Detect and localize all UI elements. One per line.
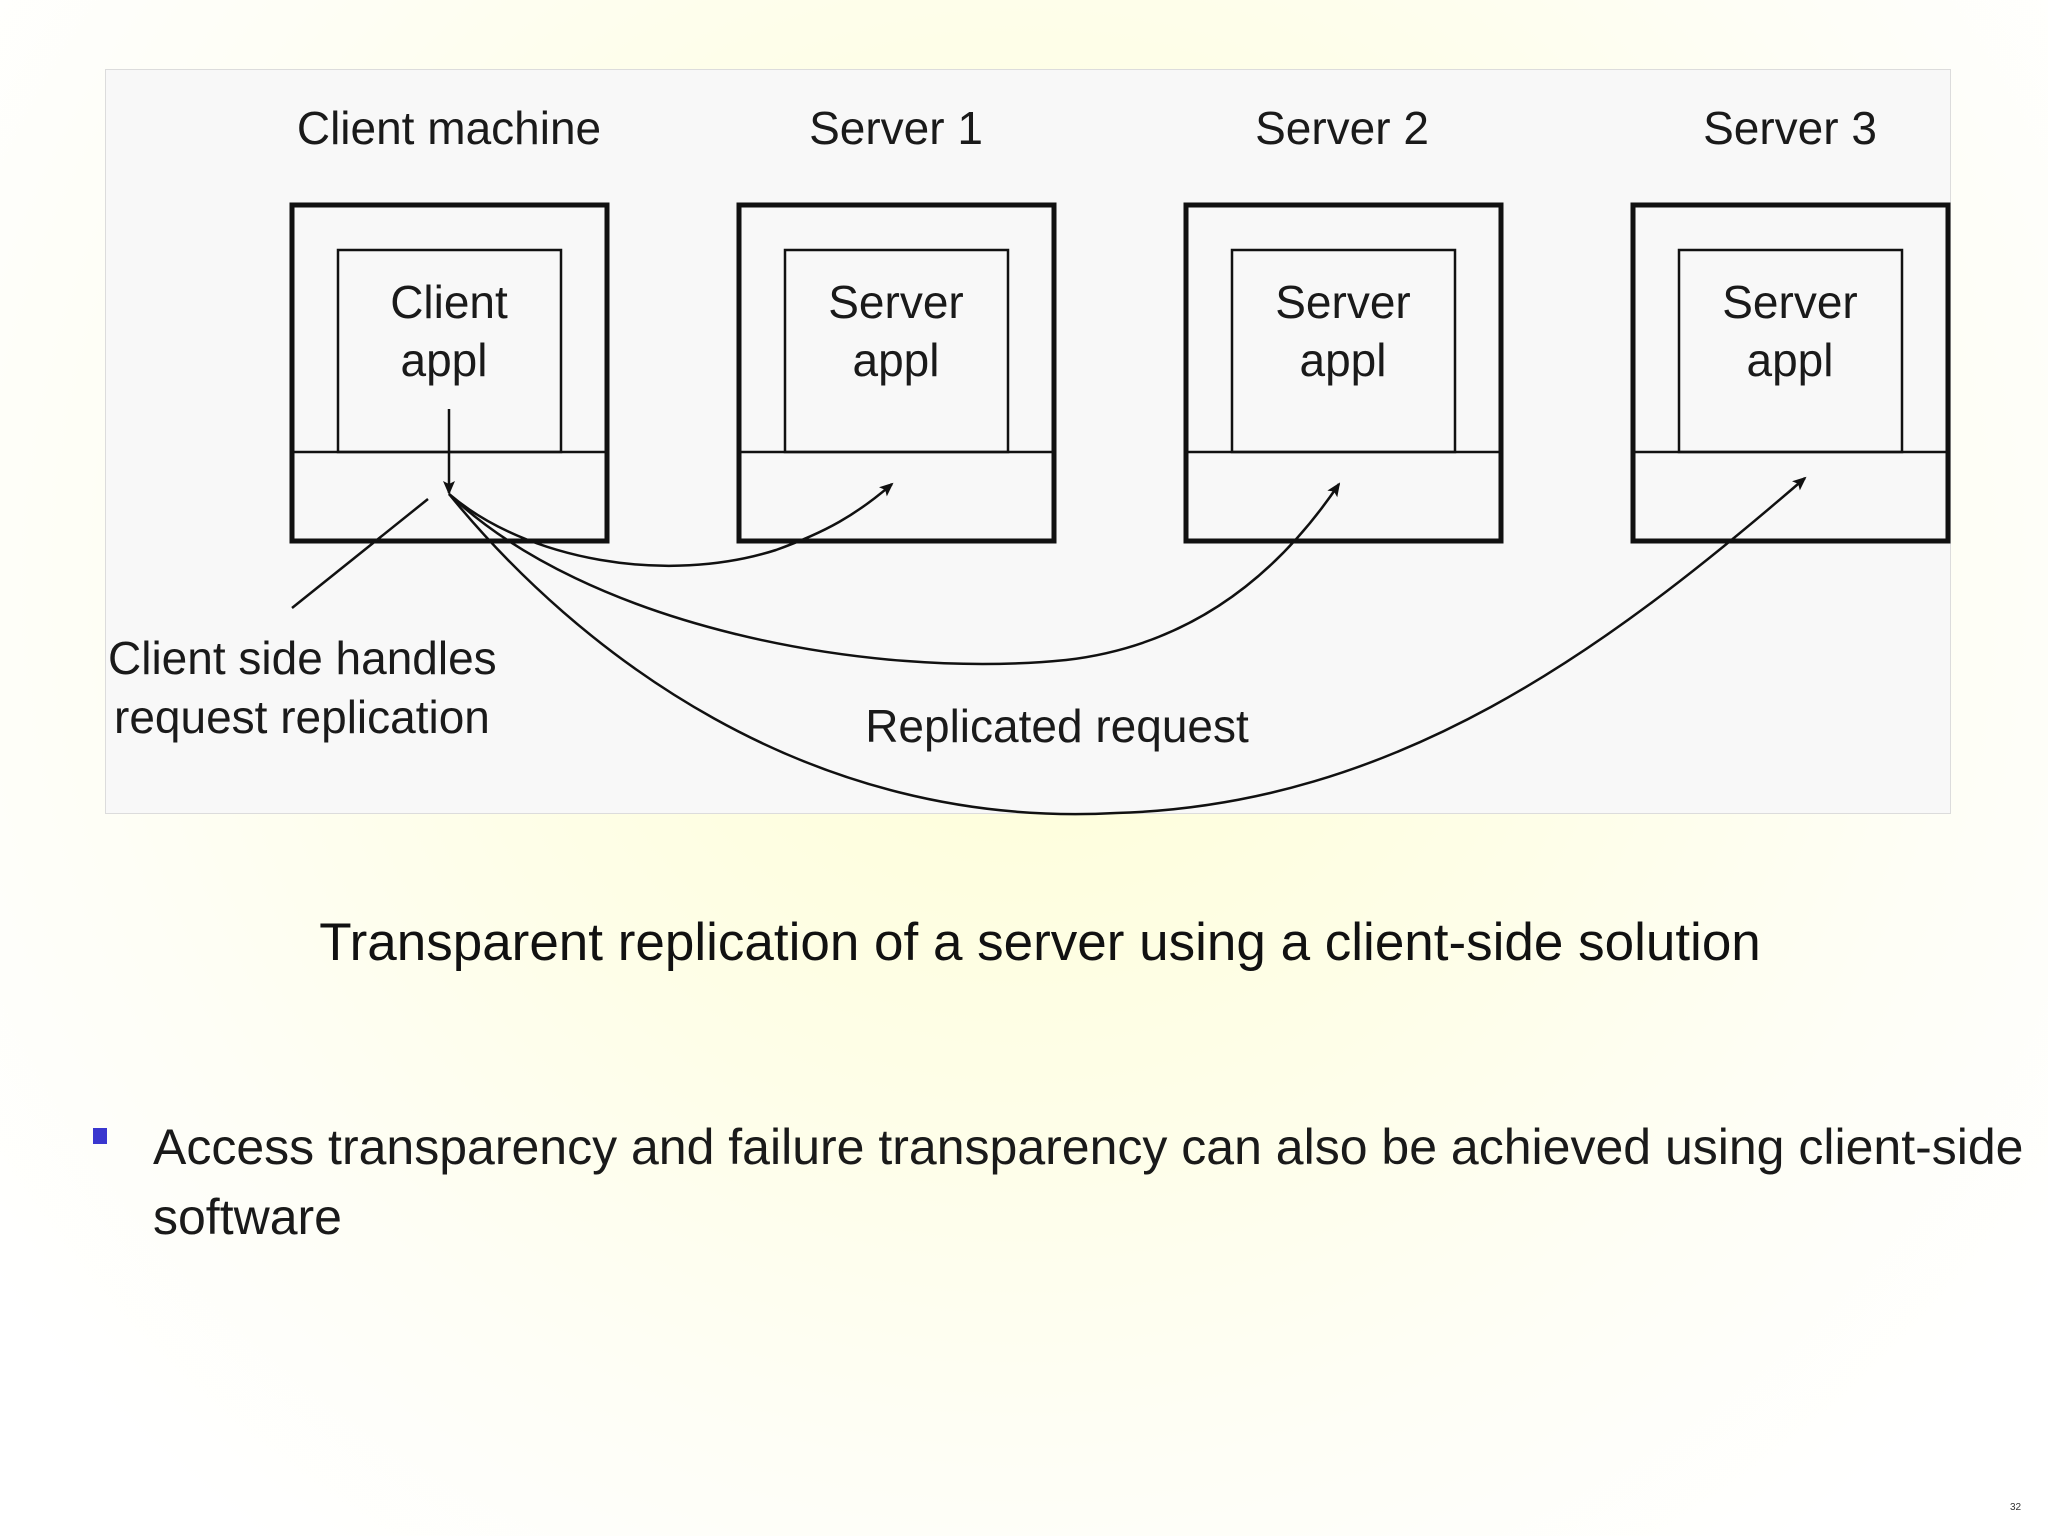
bullet-text: Access transparency and failure transpar… bbox=[153, 1119, 2024, 1245]
client-appl-label-line1: Client bbox=[390, 276, 508, 328]
bullet-square-icon bbox=[93, 1128, 107, 1144]
replicated-request-arrow-server-2 bbox=[448, 482, 1341, 666]
server-1-heading: Server 1 bbox=[809, 102, 983, 154]
server-3-box: Server appl bbox=[1630, 202, 1951, 544]
client-note-line1: Client side handles bbox=[108, 632, 497, 684]
server-2-heading: Server 2 bbox=[1255, 102, 1429, 154]
replicated-request-arrow-server-1 bbox=[448, 482, 894, 568]
replication-diagram: Client machine Server 1 Server 2 Server … bbox=[105, 69, 1951, 816]
server-1-appl-label-line1: Server bbox=[828, 276, 963, 328]
replicated-request-arrow-server-3 bbox=[448, 476, 1807, 816]
client-note-pointer-line bbox=[291, 498, 429, 609]
server-3-appl-label-line1: Server bbox=[1722, 276, 1857, 328]
client-appl-label-line2: appl bbox=[401, 334, 488, 386]
server-3-appl-label-line2: appl bbox=[1747, 334, 1834, 386]
server-1-appl-label-line2: appl bbox=[853, 334, 940, 386]
server-2-box: Server appl bbox=[1183, 202, 1504, 544]
server-3-heading: Server 3 bbox=[1703, 102, 1877, 154]
client-machine-box: Client appl bbox=[289, 202, 610, 544]
server-1-box: Server appl bbox=[736, 202, 1057, 544]
server-2-appl-label-line1: Server bbox=[1275, 276, 1410, 328]
diagram-canvas: Client machine Server 1 Server 2 Server … bbox=[108, 102, 1951, 816]
client-machine-heading: Client machine bbox=[297, 102, 601, 154]
page-number: 32 bbox=[2010, 1502, 2022, 1513]
client-note-line2: request replication bbox=[114, 691, 490, 743]
replicated-request-label: Replicated request bbox=[865, 700, 1249, 752]
figure-caption: Transparent replication of a server usin… bbox=[319, 913, 1761, 972]
server-2-appl-label-line2: appl bbox=[1300, 334, 1387, 386]
